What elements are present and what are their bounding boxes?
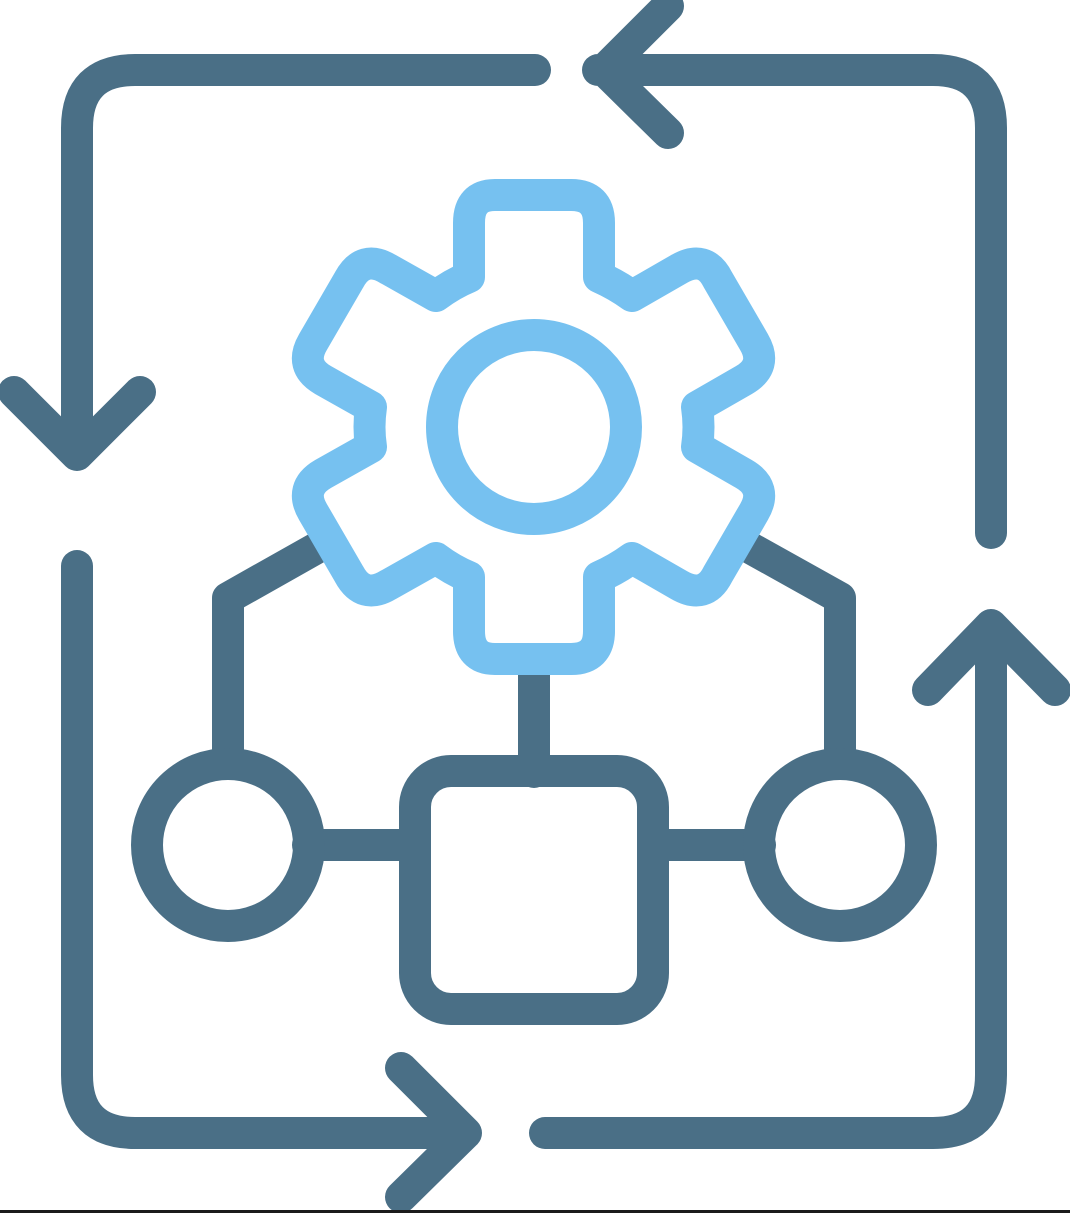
- gear-outline: [291, 179, 776, 675]
- cycle-arrow-top-icon: [0, 54, 551, 471]
- gear-icon: [291, 179, 776, 675]
- workflow-node-center: [399, 755, 669, 1025]
- gear-hub: [426, 319, 642, 535]
- connector-right: [729, 529, 856, 778]
- cycle-arrow-bottom-icon: [61, 550, 482, 1213]
- cycle-arrow-top-right-icon: [582, 0, 1007, 549]
- workflow-node-left: [131, 748, 325, 942]
- workflow-node-right: [743, 748, 937, 942]
- bottom-border: [0, 1210, 1070, 1213]
- workflow-nodes: [131, 748, 937, 1025]
- cycle-arrow-right-icon: [529, 609, 1070, 1149]
- workflow-connectors: [212, 529, 856, 861]
- connector-left: [212, 529, 338, 778]
